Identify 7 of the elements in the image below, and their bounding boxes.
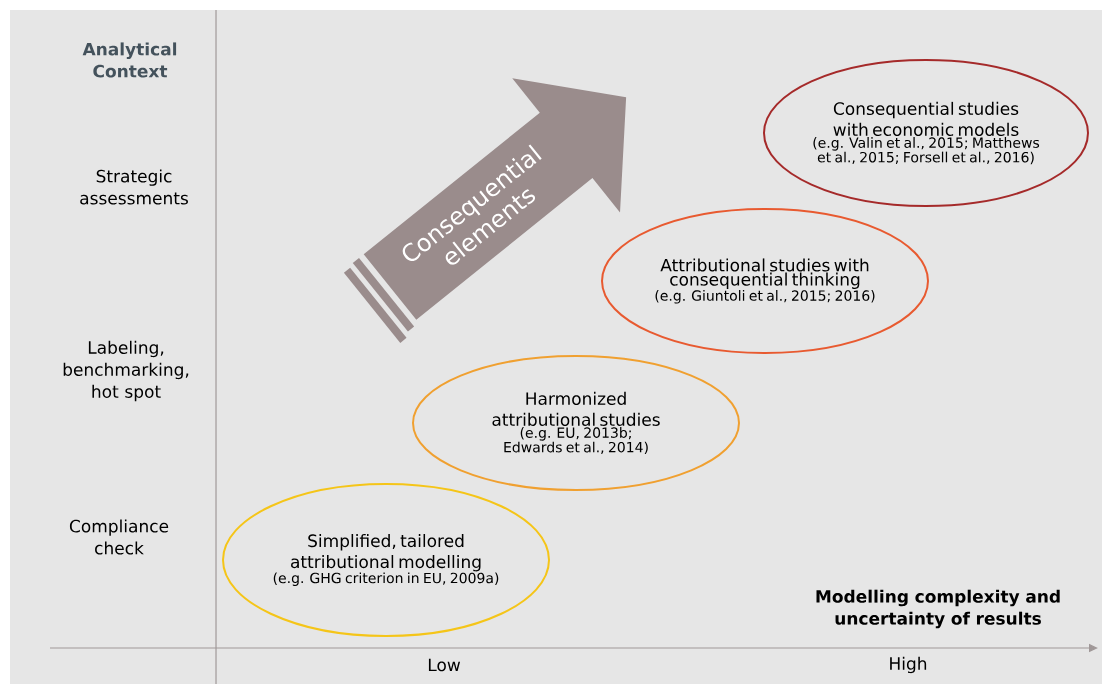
axis-category-label: Compliance check xyxy=(69,519,169,555)
axis-tick-label: High xyxy=(890,656,927,674)
axis-category-label: Labeling, benchmarking, hot spot xyxy=(63,340,189,402)
axis-category-label: Strategic assessments xyxy=(80,169,188,205)
axis-title: Modelling complexity and uncertainty of results xyxy=(816,589,1060,629)
axis-tick-label: Low xyxy=(428,658,461,672)
axis-title: Analytical Context xyxy=(82,42,177,78)
